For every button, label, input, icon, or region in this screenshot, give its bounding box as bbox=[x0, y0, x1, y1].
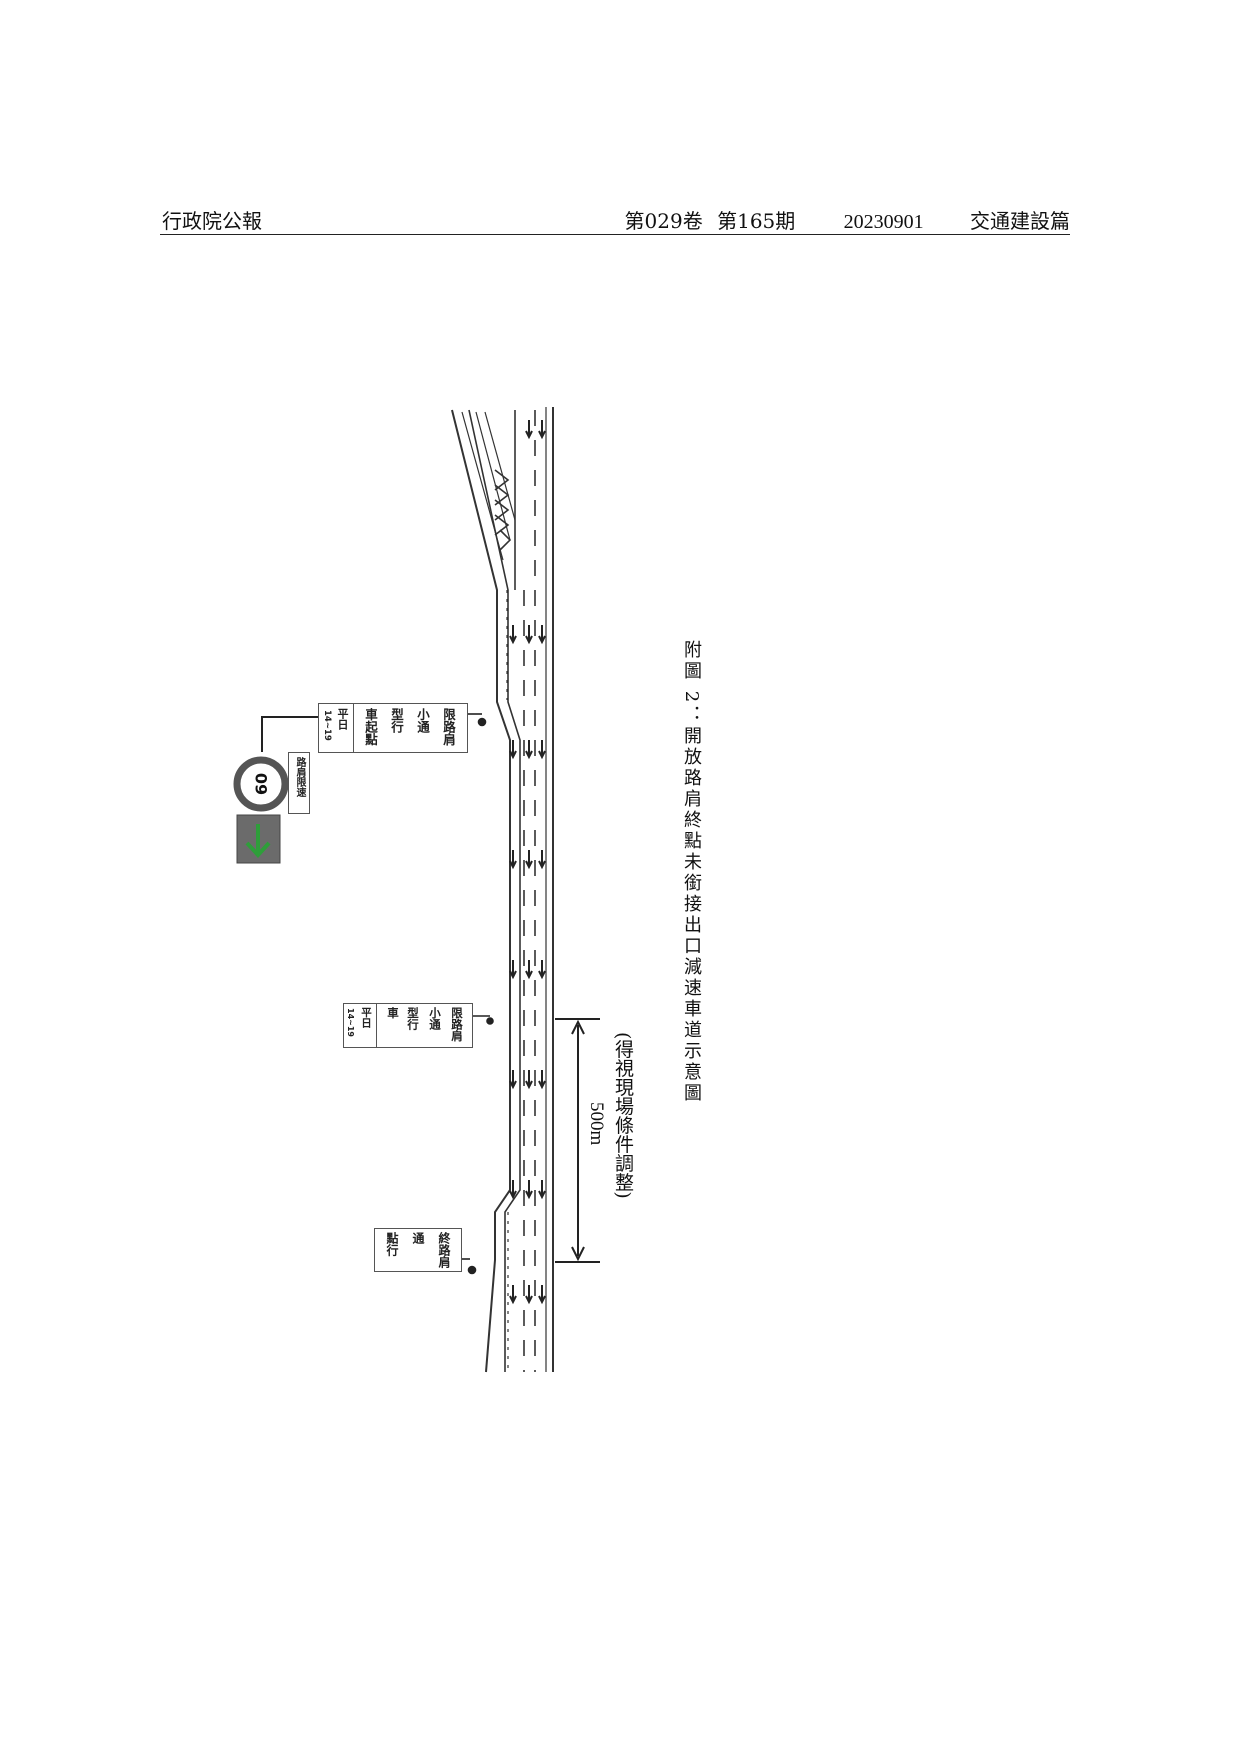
issue-label: 第165期 bbox=[717, 209, 796, 233]
down-arrow-icon bbox=[509, 960, 517, 980]
issue-info: 第029卷 第165期 20230901 交通建設篇 bbox=[625, 205, 1070, 234]
down-arrow-icon bbox=[525, 1070, 533, 1090]
sign-middle-days: 平日 bbox=[360, 1007, 372, 1028]
speed-limit-label-panel: 路肩限速 bbox=[288, 752, 310, 814]
sign-start-days: 平日 bbox=[336, 708, 349, 730]
post-dot-start bbox=[477, 717, 487, 727]
down-arrow-icon bbox=[538, 740, 546, 760]
green-arrow-icon bbox=[236, 814, 281, 864]
distance-value: 500m bbox=[586, 1102, 607, 1146]
volume-label: 第029卷 bbox=[624, 209, 703, 233]
sign-middle-line1: 限路肩 bbox=[450, 1007, 464, 1042]
section-label: 交通建設篇 bbox=[970, 209, 1070, 233]
shoulder-middle-sign: 限路肩 小通 型行 車 平日 14~19 bbox=[343, 1003, 473, 1048]
sign-start-line3: 型行 bbox=[389, 708, 404, 733]
figure-caption: 附圖 2：開放路肩終點未銜接出口減速車道示意圖 bbox=[681, 640, 702, 1105]
down-arrow-icon bbox=[525, 960, 533, 980]
sign-connector bbox=[261, 716, 318, 752]
ramp-line-1 bbox=[461, 411, 504, 561]
speed-limit-icon: 60 bbox=[233, 756, 289, 812]
down-arrow-icon bbox=[538, 1070, 546, 1090]
shoulder-line bbox=[468, 409, 521, 1372]
sign-start-hours: 14~19 bbox=[322, 710, 332, 741]
down-arrow-icon bbox=[509, 625, 517, 645]
gore-chevrons bbox=[494, 469, 512, 551]
road-edge-left bbox=[451, 409, 511, 1373]
down-arrow-icon bbox=[509, 740, 517, 760]
down-arrow-icon bbox=[525, 420, 533, 440]
down-arrow-icon bbox=[538, 850, 546, 870]
lane-arrows bbox=[509, 420, 546, 1305]
speed-limit-label: 路肩限速 bbox=[294, 757, 305, 797]
distance-note: (得視現場條件調整) bbox=[612, 1032, 634, 1199]
post-dot-middle bbox=[486, 1017, 494, 1025]
down-arrow-icon bbox=[509, 1180, 517, 1200]
sign-middle-line3: 型行 bbox=[406, 1007, 420, 1030]
shoulder-start-sign: 限路肩 小通 型行 車起點 平日 14~19 bbox=[318, 703, 468, 753]
down-arrow-icon bbox=[538, 420, 546, 440]
down-arrow-icon bbox=[525, 625, 533, 645]
distance-marker bbox=[555, 1018, 600, 1263]
speed-value: 60 bbox=[252, 773, 271, 795]
down-arrow-icon bbox=[509, 1285, 517, 1305]
sign-start-line1: 限路肩 bbox=[441, 708, 456, 746]
post-dot-end bbox=[467, 1265, 477, 1275]
ramp-line-2 bbox=[475, 411, 511, 541]
down-arrow-icon bbox=[538, 1285, 546, 1305]
sign-end-line1: 終路肩 bbox=[437, 1232, 451, 1268]
sign-middle-hours: 14~19 bbox=[346, 1008, 355, 1037]
down-arrow-icon bbox=[525, 1285, 533, 1305]
sign-end-line2: 通 bbox=[411, 1232, 425, 1244]
shoulder-end-sign: 終路肩 通 點行 bbox=[374, 1228, 462, 1272]
sign-middle-line4: 車 bbox=[386, 1007, 400, 1019]
down-arrow-icon bbox=[538, 1180, 546, 1200]
date-label: 20230901 bbox=[843, 211, 924, 233]
down-arrow-icon bbox=[525, 850, 533, 870]
down-arrow-icon bbox=[525, 740, 533, 760]
sign-end-line3: 點行 bbox=[385, 1232, 399, 1256]
header-rule bbox=[160, 234, 1070, 235]
down-arrow-icon bbox=[538, 960, 546, 980]
down-arrow-icon bbox=[509, 850, 517, 870]
ramp-line-3 bbox=[484, 411, 516, 521]
sign-start-line4: 車起點 bbox=[363, 708, 378, 746]
sign-start-line2: 小通 bbox=[415, 708, 430, 733]
sign-middle-line2: 小通 bbox=[428, 1007, 442, 1030]
down-arrow-icon bbox=[538, 625, 546, 645]
down-arrow-icon bbox=[509, 1070, 517, 1090]
page-header: 行政院公報 第029卷 第165期 20230901 交通建設篇 bbox=[160, 205, 1070, 237]
down-arrow-icon bbox=[525, 1180, 533, 1200]
publication-title: 行政院公報 bbox=[162, 209, 262, 233]
